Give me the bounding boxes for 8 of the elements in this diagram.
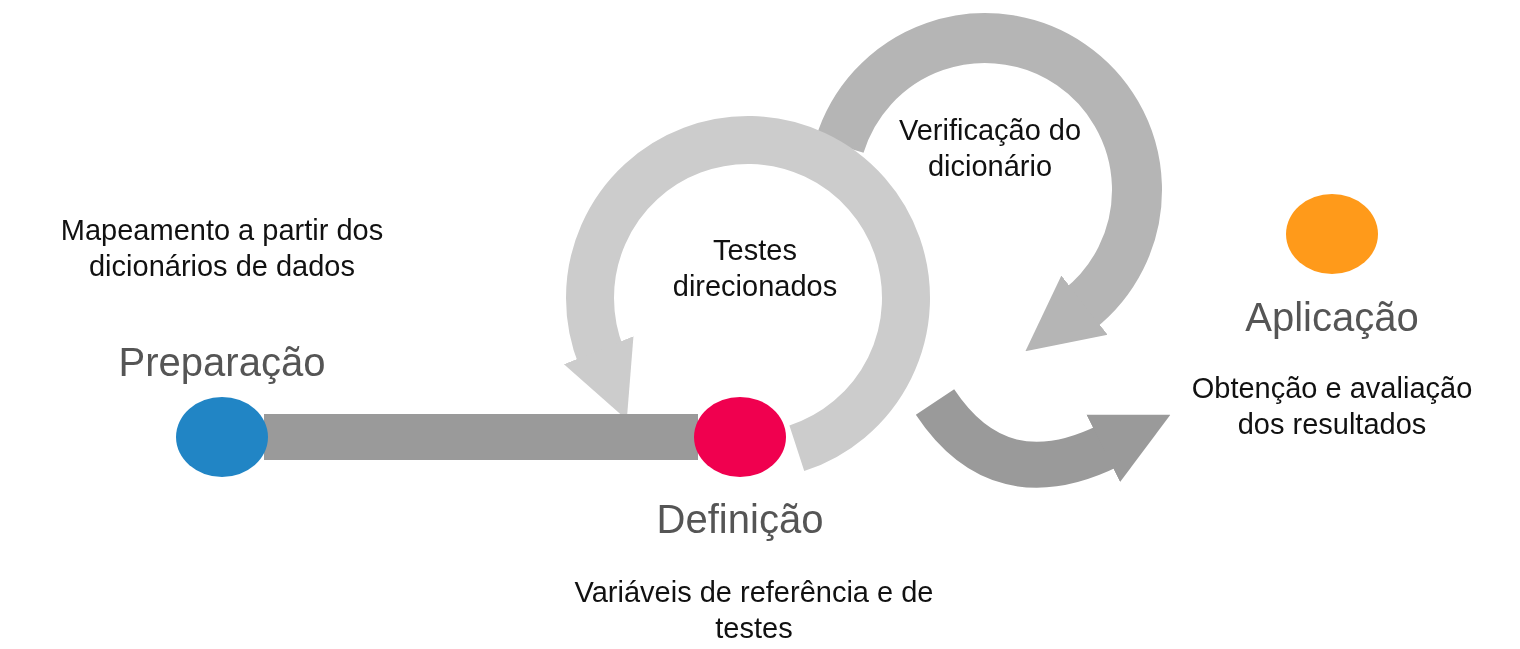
stage-title: Aplicação (1245, 295, 1419, 340)
stage-description: Obtenção e avaliação dos resultados (1190, 371, 1474, 443)
loop-label: Testes direcionados (671, 233, 839, 305)
stage-title: Preparação (118, 340, 326, 385)
stage-description: Variáveis de referência e de testes (573, 575, 935, 647)
loop-label: Verificação do dicionário (897, 113, 1083, 185)
loop-label: Mapeamento a partir dos dicionários de dados (59, 213, 385, 285)
stage-title: Definição (656, 497, 824, 542)
